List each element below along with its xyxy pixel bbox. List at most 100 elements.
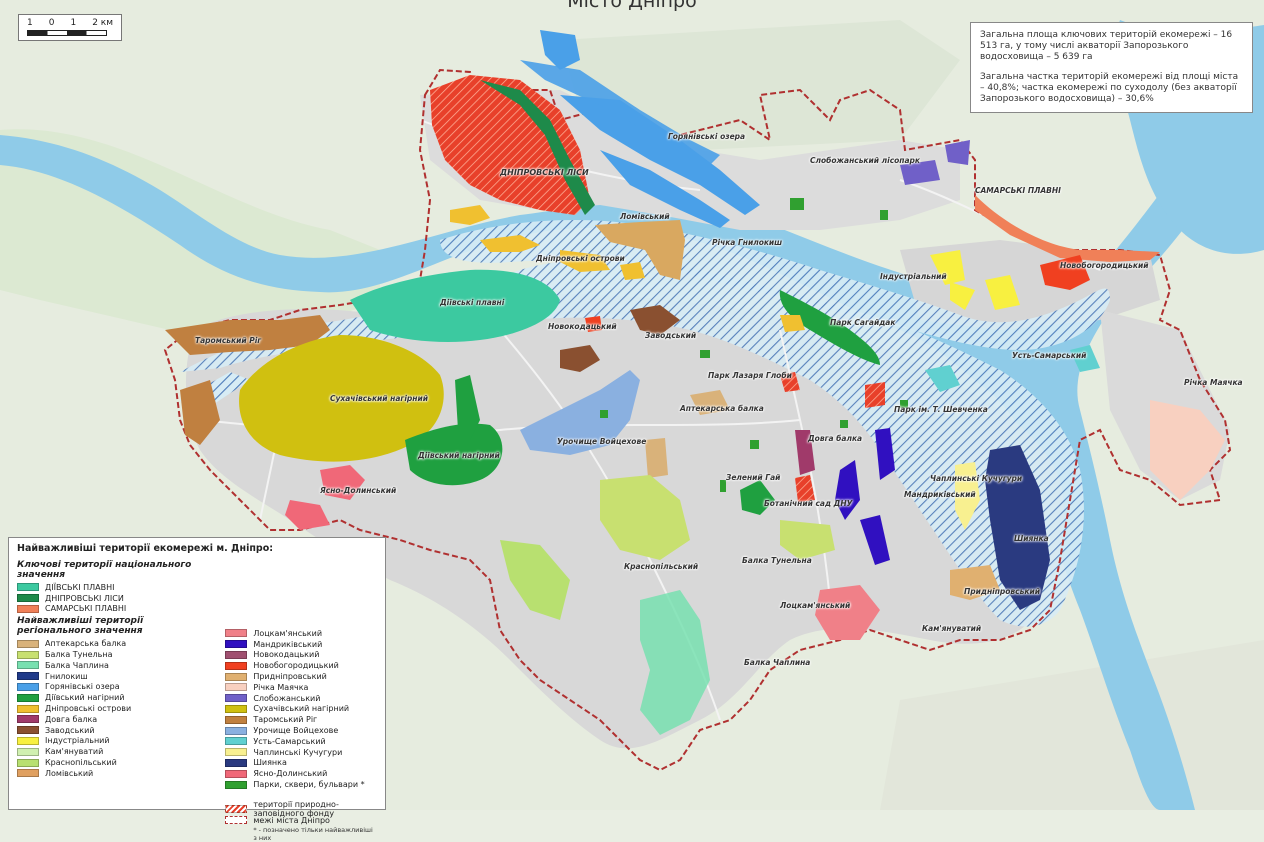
legend-item-label: Річка Маячка bbox=[253, 682, 309, 692]
voitsekhove bbox=[520, 370, 640, 455]
legend-regional-heading: Найважливіші території регіонального зна… bbox=[17, 616, 144, 637]
botanical-garden-reserve bbox=[795, 475, 815, 502]
mandrykivskyi-1 bbox=[835, 460, 860, 520]
map-label: Придніпровський bbox=[964, 587, 1040, 596]
legend-swatch bbox=[17, 682, 39, 691]
map-label: Зелений Гай bbox=[726, 473, 781, 482]
legend-swatch bbox=[225, 683, 248, 692]
legend-item-label: Слобожанський bbox=[253, 693, 321, 703]
slobozhanskyi-park bbox=[900, 160, 940, 185]
legend-item-label: Заводський bbox=[45, 725, 95, 735]
legend-swatch bbox=[17, 747, 39, 756]
map-label: Індустріальний bbox=[880, 272, 947, 281]
legend-swatch bbox=[225, 715, 248, 724]
lotskamianskyi bbox=[815, 585, 880, 640]
horianivski-lakes-north bbox=[540, 30, 580, 70]
dnipro-forests-reserve bbox=[430, 75, 590, 215]
scale-tick: 0 bbox=[48, 18, 55, 28]
statistics-info-box: Загальна площа ключових територій екомер… bbox=[970, 22, 1253, 113]
map-label: ДНІПРОВСЬКІ ЛІСИ bbox=[500, 168, 589, 177]
ust-samarskyi-2 bbox=[1070, 345, 1100, 372]
legend-item-label: Усть-Самарський bbox=[253, 736, 326, 746]
map-label: Слобожанський лісопарк bbox=[810, 156, 921, 165]
legend-swatch-boundary bbox=[225, 816, 248, 825]
legend-item: Індустріальний bbox=[17, 736, 211, 747]
legend-item: Гнилокиш bbox=[17, 671, 211, 682]
map-label: САМАРСЬКІ ПЛАВНІ bbox=[975, 186, 1061, 195]
legend-item: Лоцкам'янський bbox=[225, 628, 377, 639]
novokodatskyi bbox=[585, 316, 602, 332]
lazar-hloba-park-reserve bbox=[780, 372, 800, 392]
diivski-floodplains bbox=[350, 269, 560, 342]
map-label: Новокодацький bbox=[548, 322, 617, 331]
chaplynski-kuchuhury bbox=[955, 462, 980, 530]
legend-swatch bbox=[225, 694, 248, 703]
legend-item: Шиянка bbox=[225, 758, 377, 769]
sukhachivskyi-upland bbox=[239, 335, 444, 462]
industrialnyi-2 bbox=[985, 275, 1020, 310]
map-label: Урочище Войцехове bbox=[557, 437, 647, 446]
legend-item: Усть-Самарський bbox=[225, 736, 377, 747]
map-label: Ботанічний сад ДНУ bbox=[764, 499, 853, 508]
legend-swatch bbox=[225, 737, 248, 746]
mandrykivskyi-3 bbox=[860, 515, 890, 565]
map-label: Сухачівський нагірний bbox=[330, 394, 428, 403]
map-label: Шиянка bbox=[1014, 534, 1049, 543]
legend-swatch bbox=[17, 594, 39, 603]
legend-item-label: Гнилокиш bbox=[45, 671, 88, 681]
legend-key-heading: Ключові території національного значення bbox=[17, 560, 192, 580]
legend-swatch bbox=[225, 704, 248, 713]
legend-item: Річка Маячка bbox=[225, 682, 377, 693]
legend-item-label: Балка Тунельна bbox=[45, 650, 113, 660]
legend-item-label: Ясно-Долинський bbox=[253, 769, 328, 779]
legend-item-label: Урочище Войцехове bbox=[253, 726, 339, 736]
legend-swatch bbox=[225, 769, 248, 778]
chaplyna-balka bbox=[640, 590, 710, 735]
ust-samarskyi bbox=[925, 365, 960, 392]
map-label: Краснопільський bbox=[624, 562, 699, 571]
tunelna-balka bbox=[780, 520, 835, 560]
legend-swatch bbox=[225, 672, 248, 681]
legend-item-label: САМАРСЬКІ ПЛАВНІ bbox=[45, 604, 127, 614]
map-label: Заводський bbox=[645, 331, 697, 340]
novobohorodytskyi bbox=[1040, 255, 1090, 290]
map-label: Діївський нагірний bbox=[418, 451, 500, 460]
info-share-text: Загальна частка територій екомережі від … bbox=[980, 72, 1239, 104]
samara-floodplains bbox=[975, 195, 1160, 262]
eco-network-map[interactable] bbox=[0, 0, 1264, 810]
legend-item: Заводський bbox=[17, 725, 211, 736]
map-label: Таромський Ріг bbox=[195, 336, 262, 345]
legend-item-label: Новобогородицький bbox=[253, 661, 339, 671]
industrialnyi-1 bbox=[930, 250, 965, 285]
legend-item-label: Новокодацький bbox=[253, 650, 320, 660]
map-label: Усть-Самарський bbox=[1012, 351, 1087, 360]
legend-item-label: Горянівські озера bbox=[45, 682, 120, 692]
zelenyi-hai bbox=[740, 480, 775, 515]
legend-column-1: Ключові території національного значення… bbox=[17, 558, 211, 842]
legend-item-reserve: території природно-заповідного фонду bbox=[225, 800, 377, 818]
map-label: Довга балка bbox=[808, 434, 863, 443]
taromskyi-rih-2 bbox=[180, 380, 220, 445]
legend-item: Чаплинські Кучугури bbox=[225, 747, 377, 758]
zavodskyi-2 bbox=[630, 305, 680, 335]
legend-item-label: Кам'януватий bbox=[45, 747, 104, 757]
dnipro-islands-2 bbox=[480, 235, 540, 252]
sahaidak-park-strip bbox=[779, 290, 880, 365]
legend-swatch bbox=[17, 715, 39, 724]
map-label: Діївські плавні bbox=[440, 298, 505, 307]
legend-item-label: Придніпровський bbox=[253, 672, 327, 682]
map-title: Місто Дніпро bbox=[567, 0, 697, 12]
legend-item-label: Діївський нагірний bbox=[45, 693, 125, 703]
legend-swatch bbox=[225, 748, 248, 757]
zavodskyi-1 bbox=[560, 345, 600, 372]
sahaidak-park bbox=[780, 315, 805, 332]
shevchenko-park-reserve bbox=[865, 382, 885, 408]
legend-item-label: Сухачівський нагірний bbox=[253, 704, 350, 714]
legend-item: Горянівські озера bbox=[17, 682, 211, 693]
info-area-text: Загальна площа ключових територій екомер… bbox=[980, 30, 1233, 62]
legend-item: Дніпровські острови bbox=[17, 703, 211, 714]
legend-item-label: Дніпровські острови bbox=[45, 704, 132, 714]
krasnopilskyi bbox=[600, 475, 690, 560]
map-label: Лоцкам'янський bbox=[780, 601, 851, 610]
